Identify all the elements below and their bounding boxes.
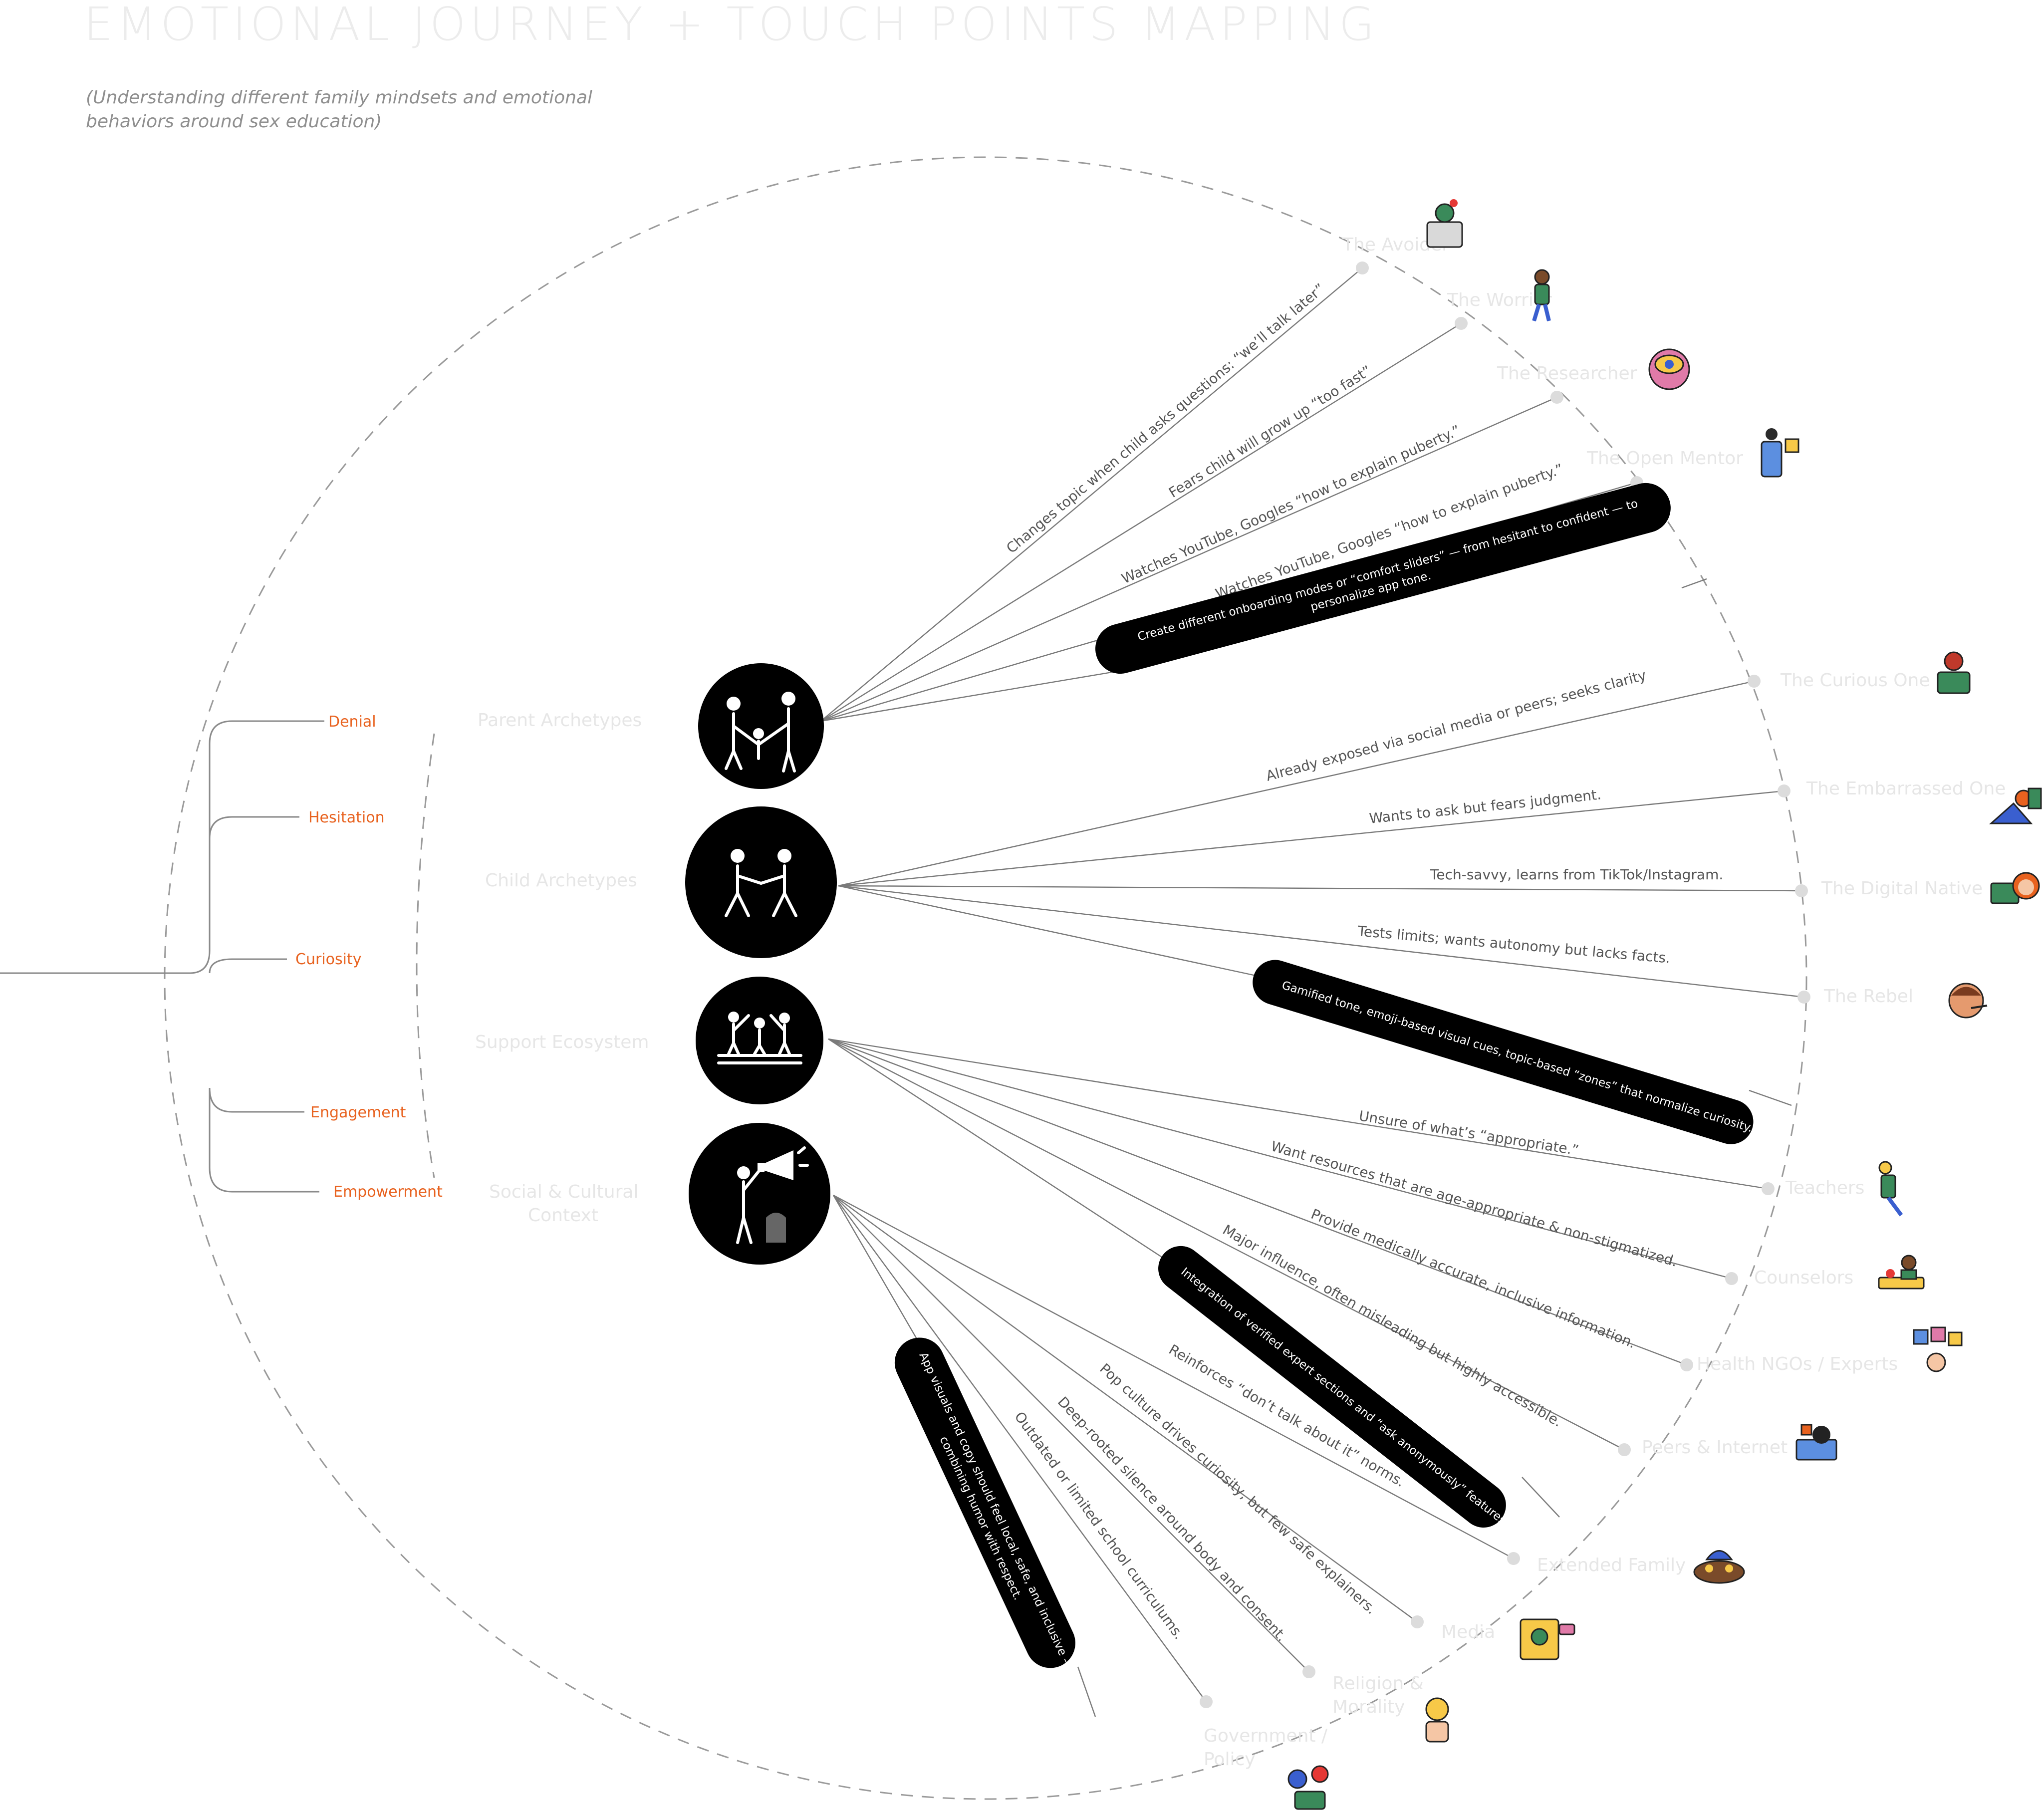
child-spoke-text-3: Tech-savvy, learns from TikTok/Instagram… — [1430, 866, 1723, 883]
hub-label-parent: Parent Archetypes — [478, 710, 642, 731]
inner-dashed-arc — [417, 734, 434, 1178]
emotion-denial: Denial — [328, 713, 376, 731]
endpoint-label-curious-one: The Curious One — [1780, 670, 1930, 691]
digital-native-sticker-icon — [1991, 873, 2039, 903]
endpoint-label-peers-internet: Peers & Internet — [1642, 1437, 1788, 1458]
endpoint-label-counselors: Counselors — [1754, 1268, 1853, 1288]
endpoint-label-rebel: The Rebel — [1823, 986, 1913, 1007]
node-government — [1200, 1695, 1213, 1708]
support-spoke-text-1: Unsure of what’s “appropriate.” — [1358, 1107, 1580, 1158]
node-curious-one — [1748, 675, 1761, 688]
endpoint-label-digital-native: The Digital Native — [1821, 878, 1983, 899]
endpoint-label-government-2: Policy — [1204, 1749, 1256, 1770]
social-pill-line-1: App visuals and copy should feel local, … — [917, 1350, 1075, 1671]
curious-one-sticker-icon — [1938, 652, 1970, 693]
endpoint-label-researcher: The Researcher — [1497, 363, 1637, 384]
endpoint-label-extended-family: Extended Family — [1537, 1555, 1686, 1575]
endpoint-label-open-mentor: The Open Mentor — [1586, 448, 1743, 469]
emotion-curiosity: Curiosity — [295, 951, 361, 968]
endpoint-label-teachers: Teachers — [1785, 1178, 1864, 1198]
parent-insight-pill: Create different onboarding modes or “co… — [1090, 478, 1676, 680]
child-spokes — [838, 681, 1804, 1105]
support-spoke-text-2: Want resources that are age-appropriate … — [1269, 1138, 1679, 1270]
religion-sticker-icon — [1426, 1698, 1448, 1742]
endpoint-label-government-1: Government / — [1204, 1726, 1328, 1746]
extended-family-sticker-icon — [1694, 1551, 1744, 1583]
social-insight-pill: App visuals and copy should feel local, … — [886, 1329, 1086, 1682]
emotion-bracket — [0, 721, 324, 1192]
hub-label-support: Support Ecosystem — [475, 1032, 649, 1052]
support-spoke-text-3: Provide medically accurate, inclusive in… — [1308, 1206, 1638, 1351]
child-spoke-text-4: Tests limits; wants autonomy but lacks f… — [1356, 923, 1671, 967]
node-researcher — [1550, 391, 1563, 404]
health-ngos-sticker-icon — [1914, 1327, 1962, 1371]
endpoint-label-embarrassed-one: The Embarrassed One — [1806, 779, 2006, 799]
node-religion — [1302, 1665, 1315, 1678]
node-counselors — [1725, 1272, 1738, 1285]
hub-child — [685, 806, 837, 958]
open-mentor-sticker-icon — [1762, 428, 1798, 477]
avoider-sticker-icon — [1427, 199, 1462, 247]
node-digital-native — [1795, 884, 1808, 897]
subtitle-line-1: (Understanding different family mindsets… — [86, 87, 592, 108]
subtitle-line-2: behaviors around sex education) — [86, 111, 382, 132]
node-worrier — [1455, 317, 1468, 330]
node-peers-internet — [1618, 1443, 1631, 1456]
hub-social — [689, 1123, 830, 1265]
child-pill-text: Gamified tone, emoji-based visual cues, … — [1280, 979, 1754, 1135]
endpoint-label-health-ngos: Health NGOs / Experts — [1697, 1354, 1898, 1374]
hub-support — [696, 977, 823, 1104]
node-teachers — [1762, 1182, 1775, 1195]
hub-label-social-2: Context — [528, 1205, 598, 1226]
endpoint-label-religion-1: Religion & — [1332, 1673, 1424, 1694]
node-media — [1411, 1615, 1424, 1628]
emotion-hesitation: Hesitation — [308, 809, 385, 826]
hub-parent — [698, 663, 824, 789]
peers-internet-sticker-icon — [1796, 1425, 1836, 1460]
hub-label-social-1: Social & Cultural — [489, 1182, 638, 1202]
media-sticker-icon — [1521, 1619, 1574, 1659]
node-extended-family — [1507, 1552, 1520, 1565]
endpoint-label-religion-2: Morality — [1332, 1697, 1405, 1717]
emotion-empowerment: Empowerment — [333, 1183, 443, 1201]
counselors-sticker-icon — [1879, 1256, 1924, 1289]
child-insight-pill: Gamified tone, emoji-based visual cues, … — [1247, 954, 1759, 1150]
node-rebel — [1797, 991, 1810, 1004]
government-sticker-icon — [1288, 1766, 1328, 1809]
page-title: EMOTIONAL JOURNEY + TOUCH POINTS MAPPING — [84, 0, 1378, 51]
researcher-sticker-icon — [1649, 349, 1689, 389]
node-embarrassed-one — [1778, 784, 1790, 797]
hub-label-child: Child Archetypes — [485, 870, 637, 891]
teachers-sticker-icon — [1879, 1162, 1901, 1215]
node-health-ngos — [1680, 1358, 1693, 1371]
child-spoke-text-1: Already exposed via social media or peer… — [1264, 667, 1648, 784]
emotion-engagement: Engagement — [310, 1104, 406, 1121]
parent-pill-line-1: Create different onboarding modes or “co… — [1136, 497, 1639, 643]
node-avoider — [1356, 261, 1369, 274]
rebel-sticker-icon — [1949, 984, 1987, 1018]
worrier-sticker-icon — [1534, 270, 1549, 321]
endpoint-label-media: Media — [1441, 1622, 1495, 1642]
